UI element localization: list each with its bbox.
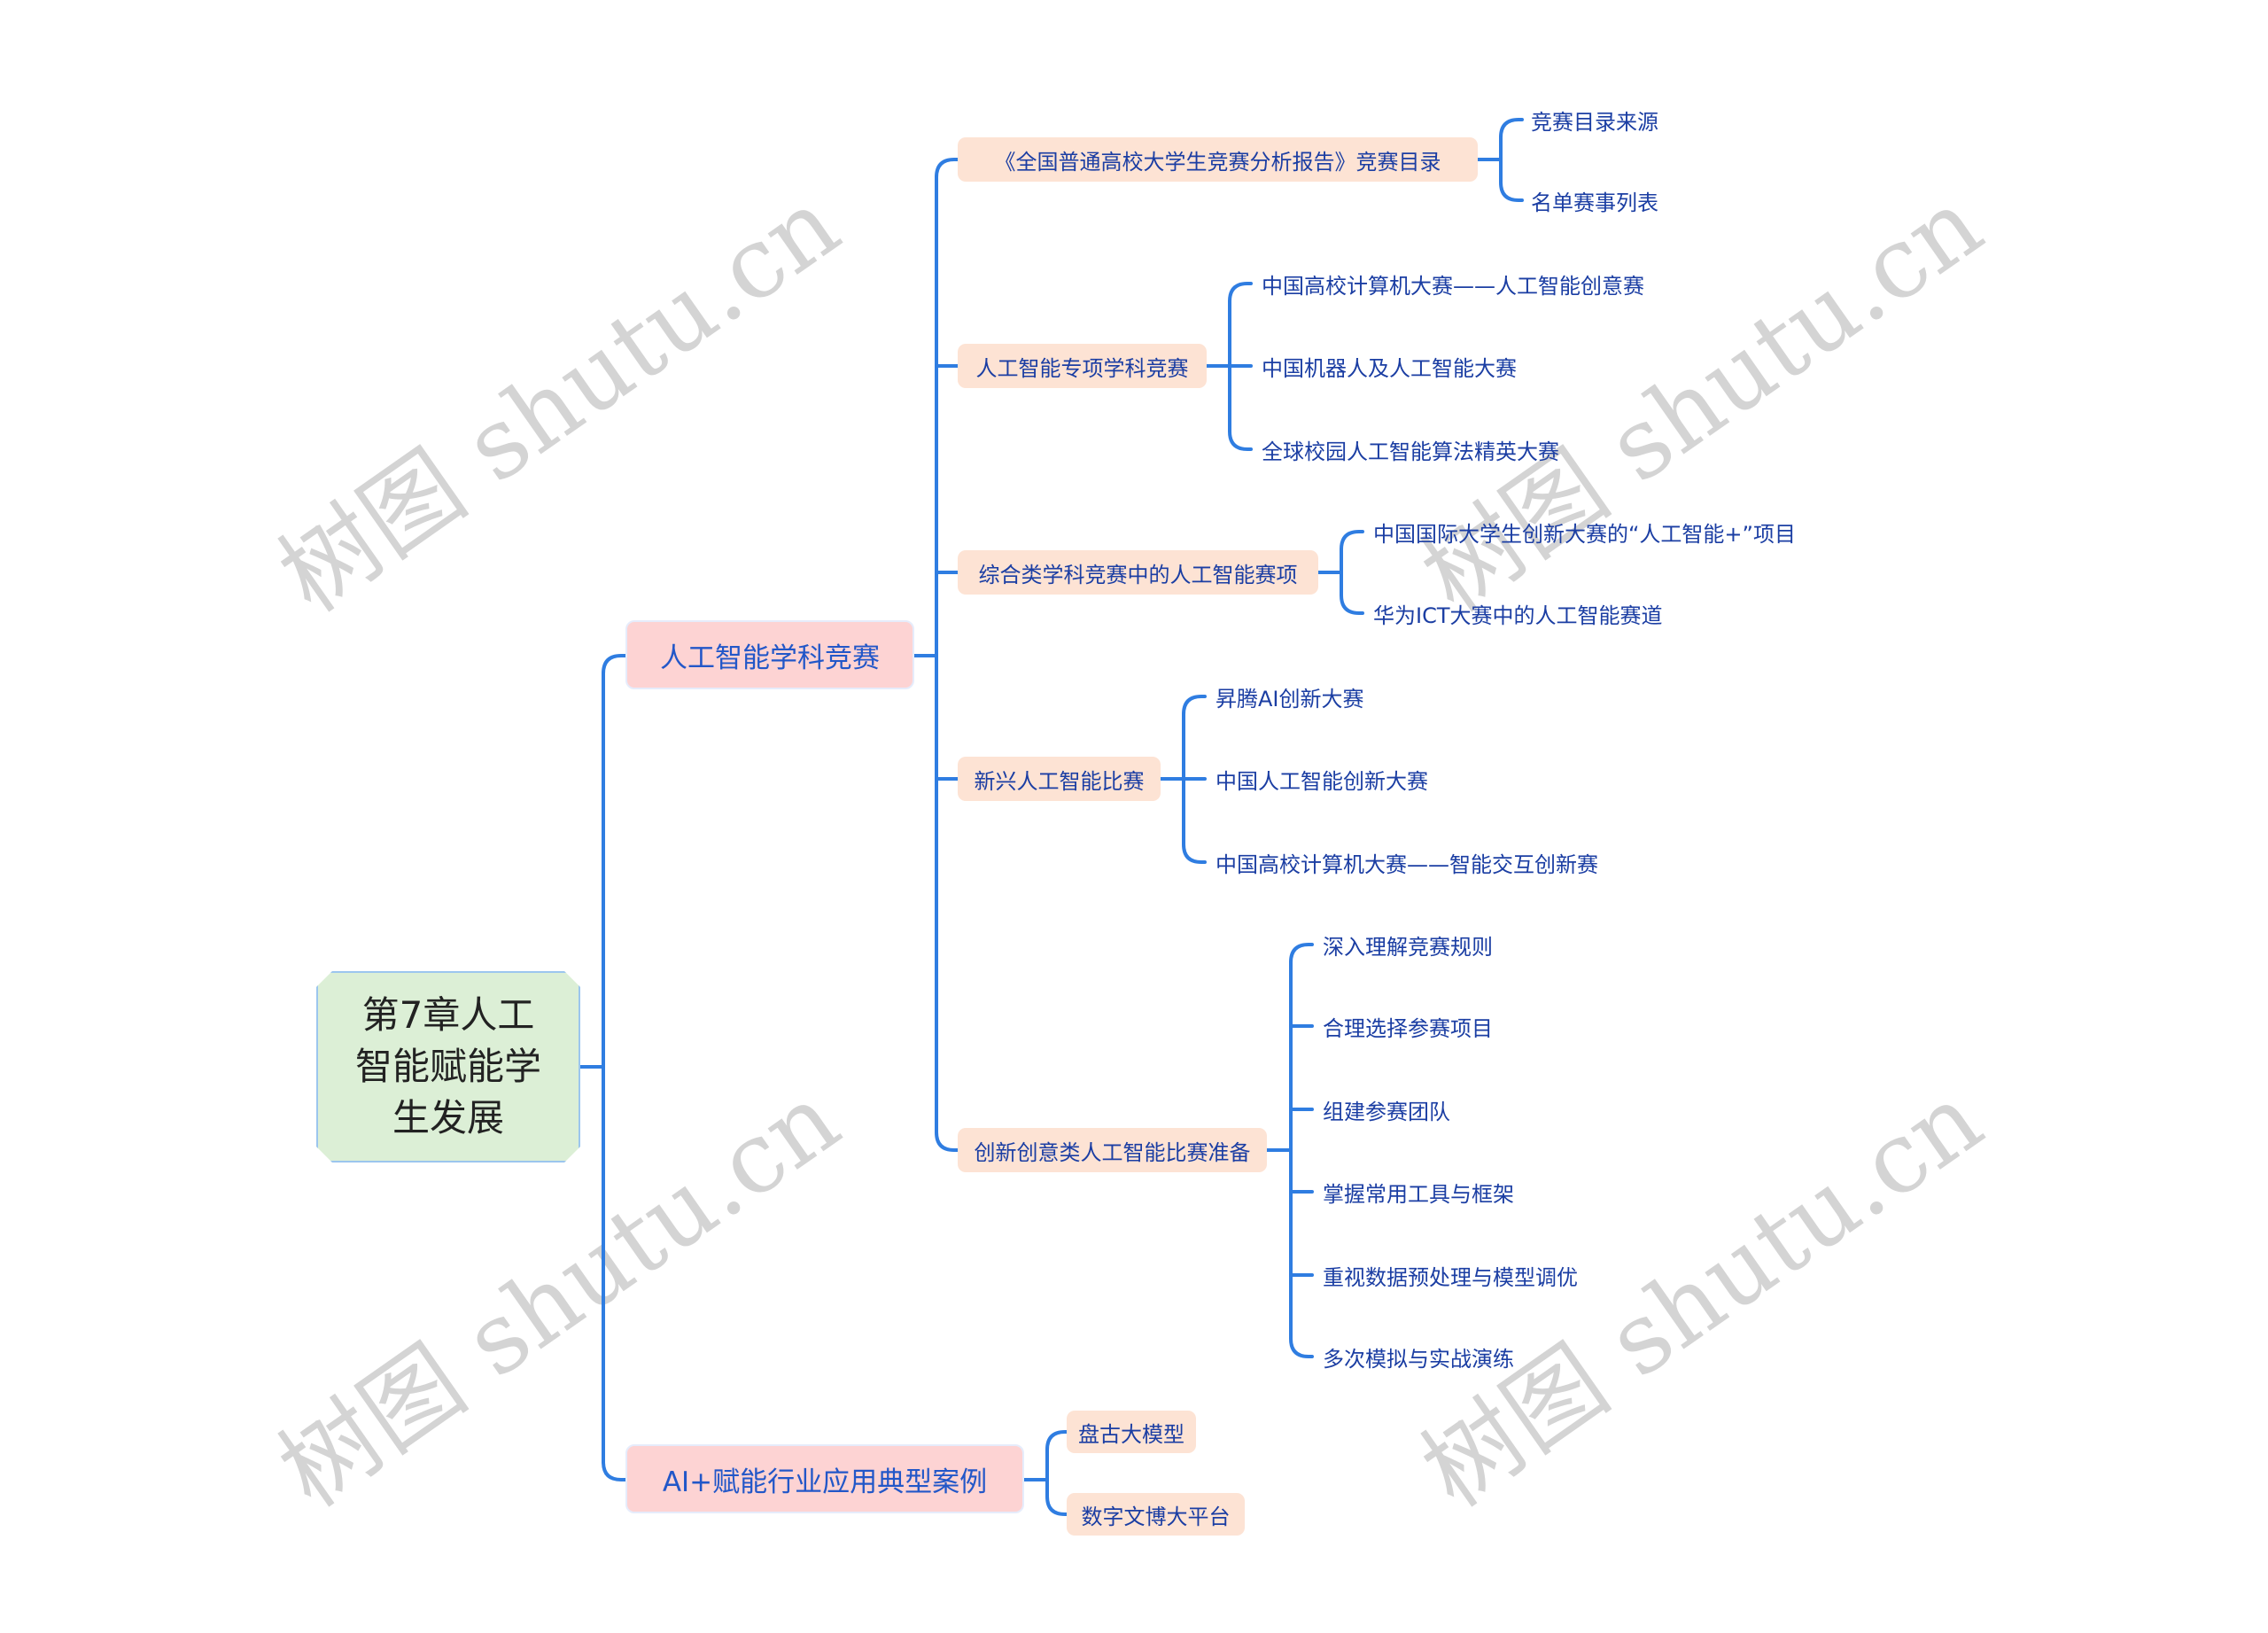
leaf-topic[interactable]: 中国国际大学生创新大赛的“人工智能+”项目 [1373,521,1796,547]
leaf-topic[interactable]: 重视数据预处理与模型调优 [1323,1264,1578,1290]
leaf-topic[interactable]: 多次模拟与实战演练 [1323,1346,1514,1372]
leaf-topic[interactable]: 掌握常用工具与框架 [1323,1181,1514,1207]
leaf-topic[interactable]: 合理选择参赛项目 [1323,1015,1493,1041]
leaf-topic[interactable]: 名单赛事列表 [1531,190,1658,215]
leaf-topic[interactable]: 中国人工智能创新大赛 [1216,768,1428,794]
subtopic-digital-museum-platform[interactable]: 数字文博大平台 [1067,1493,1245,1536]
topic-ai-industry-cases[interactable]: AI+赋能行业应用典型案例 [625,1444,1024,1513]
leaf-topic[interactable]: 组建参赛团队 [1323,1099,1450,1124]
leaf-topic[interactable]: 中国机器人及人工智能大赛 [1262,355,1517,381]
root-topic-line: 生发展 [392,1096,504,1139]
leaf-topic[interactable]: 华为ICT大赛中的人工智能赛道 [1373,603,1663,628]
subtopic-pangu-model[interactable]: 盘古大模型 [1067,1411,1196,1453]
leaf-topic[interactable]: 中国高校计算机大赛——人工智能创意赛 [1262,273,1644,299]
root-topic[interactable]: 第7章人工 智能赋能学 生发展 [316,971,580,1163]
subtopic-emerging-ai-contests[interactable]: 新兴人工智能比赛 [958,757,1161,801]
leaf-topic[interactable]: 深入理解竞赛规则 [1323,934,1493,960]
subtopic-comprehensive-ai-tracks[interactable]: 综合类学科竞赛中的人工智能赛项 [958,550,1318,595]
leaf-topic[interactable]: 全球校园人工智能算法精英大赛 [1262,439,1559,464]
root-topic-line: 第7章人工 [361,993,535,1037]
subtopic-contest-preparation[interactable]: 创新创意类人工智能比赛准备 [958,1128,1267,1172]
root-topic-line: 智能赋能学 [354,1045,541,1088]
topic-ai-competitions[interactable]: 人工智能学科竞赛 [625,620,914,689]
leaf-topic[interactable]: 昇腾AI创新大赛 [1216,686,1364,712]
leaf-topic[interactable]: 中国高校计算机大赛——智能交互创新赛 [1216,851,1598,877]
subtopic-ai-special-competitions[interactable]: 人工智能专项学科竞赛 [958,344,1207,388]
subtopic-competition-catalog[interactable]: 《全国普通高校大学生竞赛分析报告》竞赛目录 [958,137,1478,182]
leaf-topic[interactable]: 竞赛目录来源 [1531,109,1658,135]
